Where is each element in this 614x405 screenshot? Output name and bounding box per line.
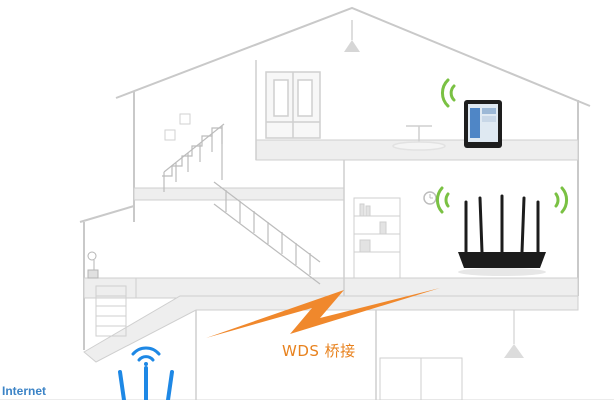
internet-label: Internet (2, 384, 47, 398)
router-upstairs-icon (458, 194, 546, 276)
annex-window (95, 285, 127, 337)
middle-floor-slab (133, 277, 579, 299)
router-downstairs-icon (118, 366, 174, 402)
lower-staircase (213, 181, 321, 285)
wifi-signal-icon (435, 186, 569, 214)
wds-bridge-bolt (206, 288, 440, 338)
wifi-signal-icon (131, 346, 161, 366)
clock-icon (423, 191, 437, 205)
plant-icon (87, 251, 99, 279)
attic-window (265, 71, 321, 139)
roof-line (115, 6, 591, 107)
table-icon (392, 125, 446, 151)
wifi-signal-icon (441, 78, 456, 108)
ground-cabinet (379, 357, 463, 401)
wds-bridge-label: WDS 桥接 (282, 342, 356, 360)
ground-floor-slab (83, 295, 579, 363)
bookshelf (353, 197, 401, 279)
annex-slab (83, 277, 137, 299)
floor-lamp-icon (504, 310, 524, 358)
interior-walls (195, 60, 377, 400)
stair-landing (133, 187, 345, 201)
upper-staircase (162, 123, 225, 192)
wall-frames (164, 113, 191, 141)
ceiling-lamp-icon (344, 20, 360, 52)
tablet-device (464, 100, 502, 148)
